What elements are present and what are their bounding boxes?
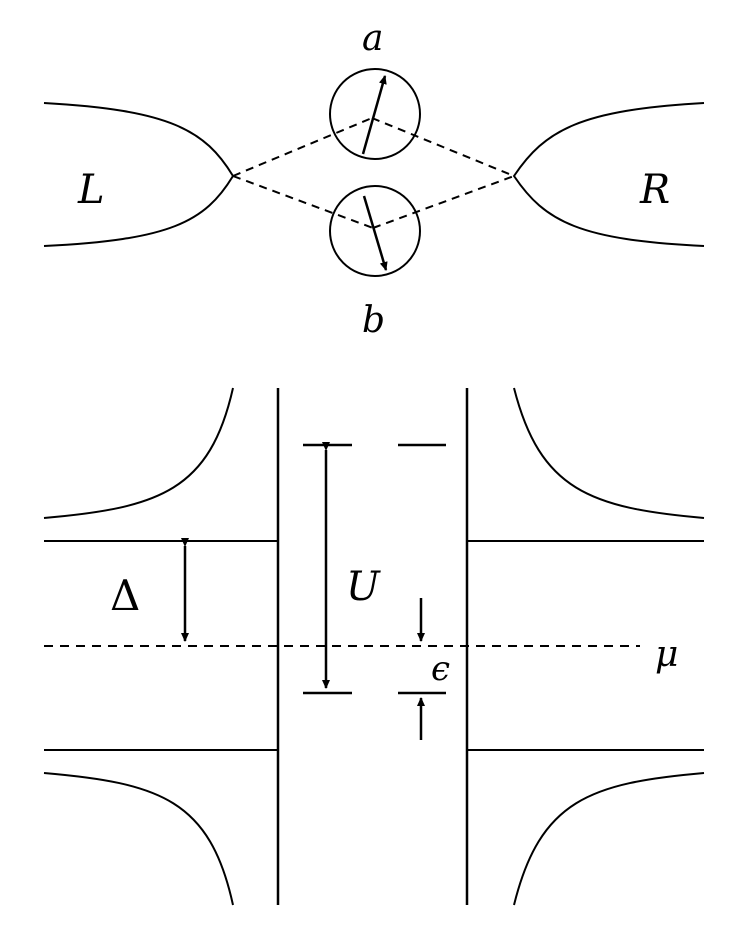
spin-down-arrow-icon xyxy=(362,195,388,271)
level-offset-label: ϵ xyxy=(431,649,450,689)
right-lower-dos-curve xyxy=(513,772,705,906)
tunnel-b-to-right xyxy=(372,175,515,229)
right-upper-dos-curve xyxy=(513,387,705,519)
dot-b xyxy=(329,185,421,277)
chemical-potential-label: μ xyxy=(655,634,678,675)
charging-energy-label: U xyxy=(346,564,381,610)
left-lower-dos-curve xyxy=(43,772,234,906)
tunnel-left-to-a xyxy=(232,117,373,177)
gap-label: Δ xyxy=(110,571,140,620)
lead-left-label: L xyxy=(77,167,105,213)
bottom-diagram xyxy=(43,387,705,906)
tunnel-left-to-b xyxy=(232,175,374,229)
spin-up-arrow-icon xyxy=(361,75,387,155)
lead-right-label: R xyxy=(639,167,670,213)
dot-b-label: b xyxy=(362,300,385,341)
tunneling-paths xyxy=(232,117,515,229)
dot-a xyxy=(329,68,421,160)
left-lead xyxy=(43,102,235,247)
top-diagram: L R a b xyxy=(43,18,705,341)
left-upper-dos-curve xyxy=(43,387,234,519)
tunnel-a-to-right xyxy=(371,117,515,177)
dot-a-label: a xyxy=(362,18,383,59)
right-lead xyxy=(512,102,705,247)
